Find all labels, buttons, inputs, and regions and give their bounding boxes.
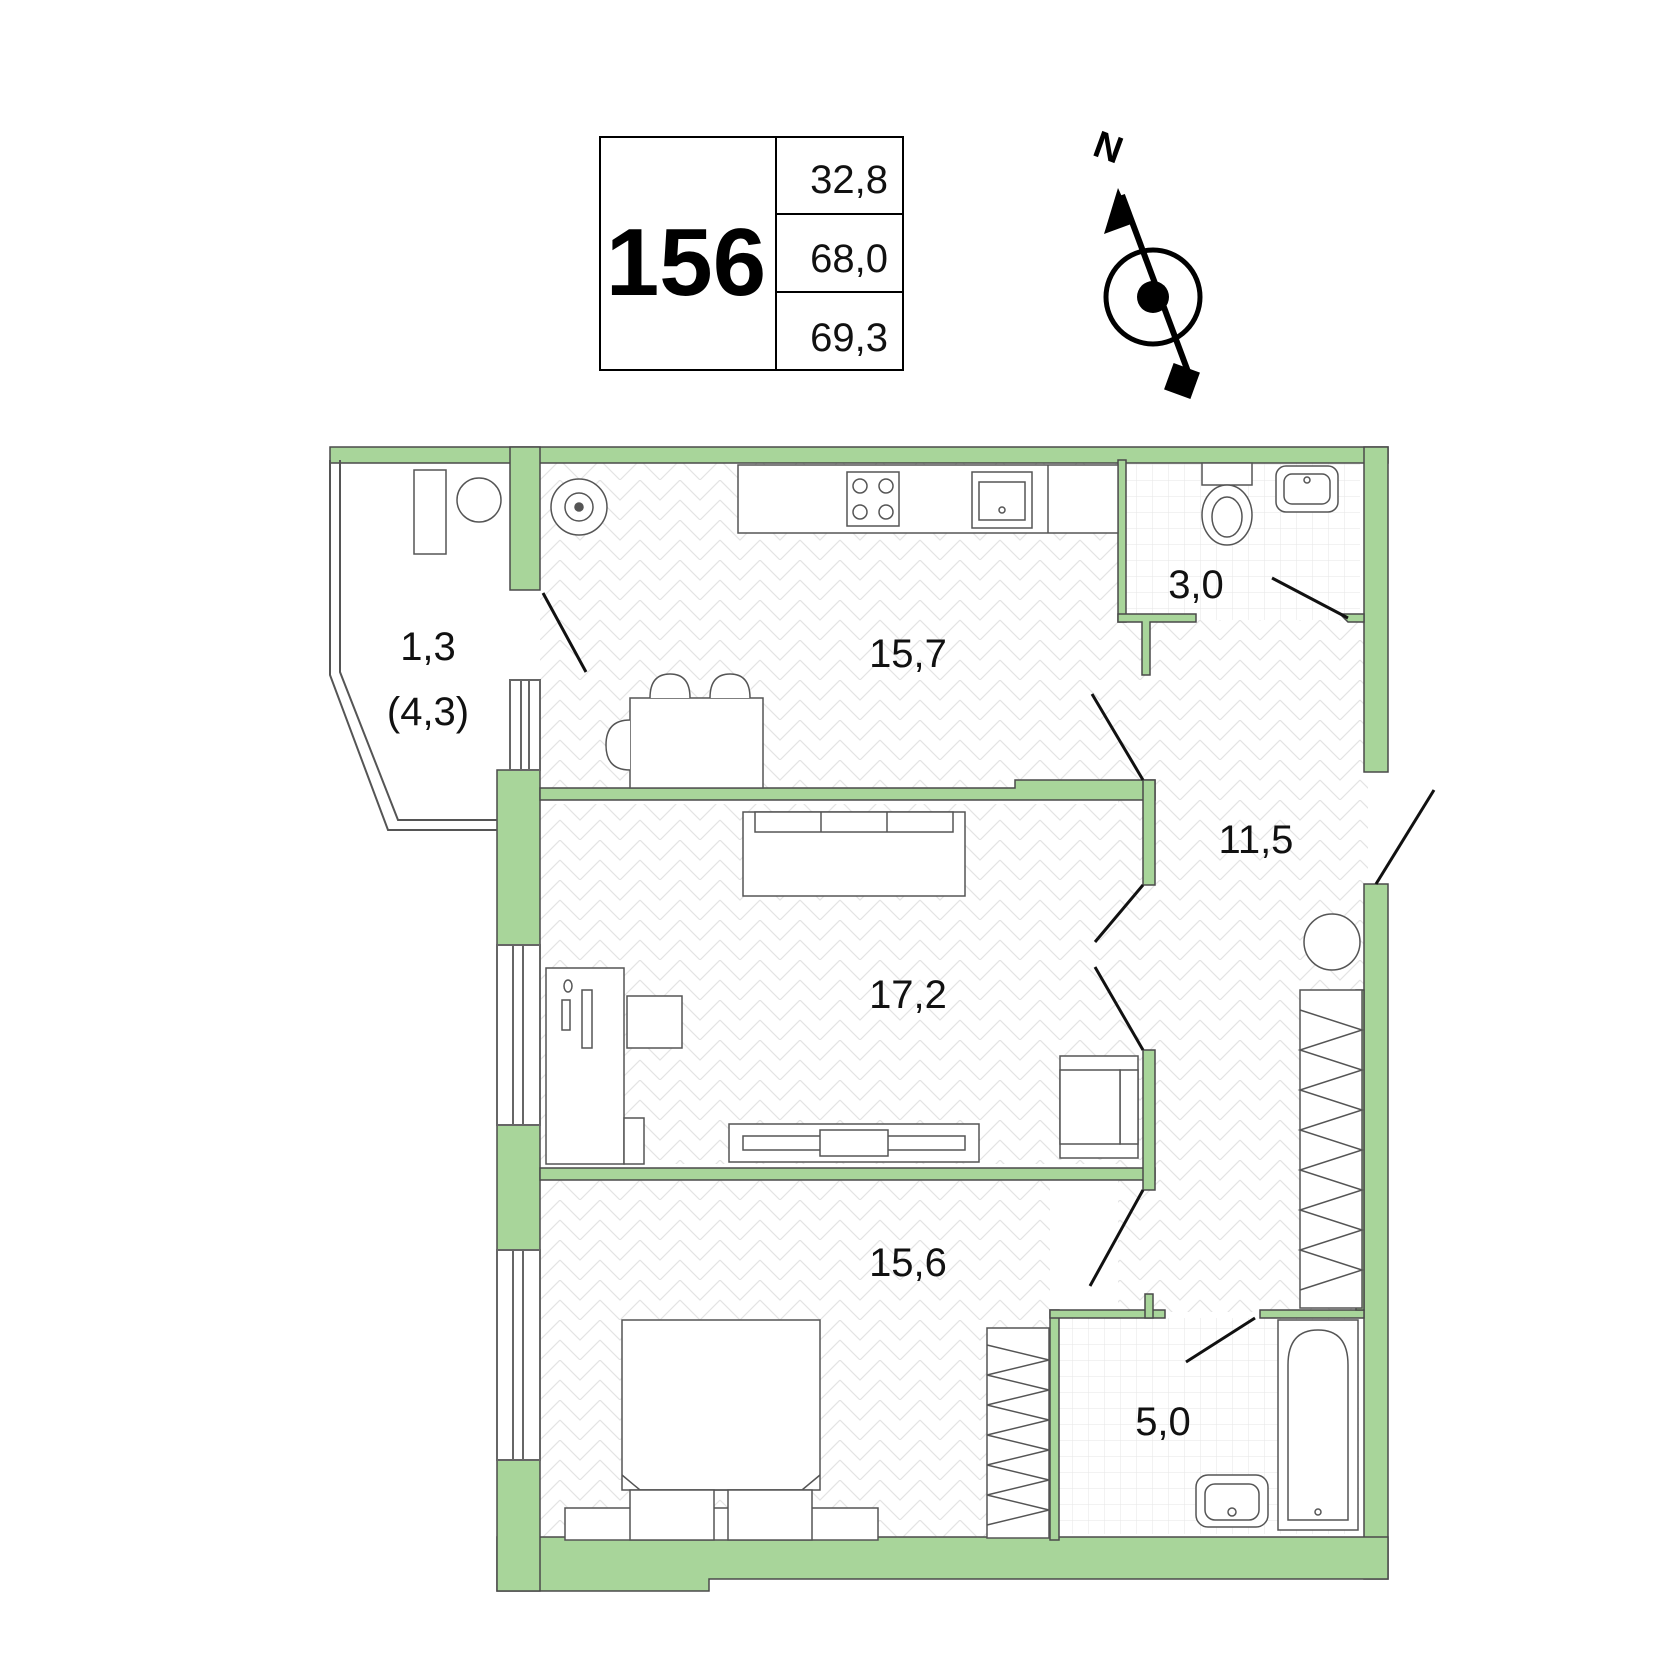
bath-area-label: 5,0 xyxy=(1135,1400,1191,1444)
bedroom-area-label: 15,6 xyxy=(869,1241,947,1285)
room-labels: 1,3 (4,3) 15,7 3,0 11,5 17,2 15,6 5,0 xyxy=(387,563,1294,1444)
bedroom-wardrobe-icon xyxy=(986,1327,1050,1539)
desk-chair xyxy=(626,995,683,1049)
apartment-number: 156 xyxy=(606,209,766,316)
hall-round-table xyxy=(1303,913,1361,971)
compass-north-label: N xyxy=(1088,124,1128,173)
dining-chair xyxy=(605,719,631,771)
tv-stand-icon xyxy=(728,1123,980,1163)
dining-chair xyxy=(649,673,691,699)
bed-icon xyxy=(564,1319,879,1541)
bath-sink-icon xyxy=(1195,1474,1269,1528)
hall-wardrobe-icon xyxy=(1297,989,1365,1309)
dining-table xyxy=(629,697,764,789)
apartment-info-table: 156 32,8 68,0 69,3 xyxy=(599,136,904,371)
wc-area-label: 3,0 xyxy=(1168,563,1224,607)
furniture xyxy=(413,462,1365,1541)
stove-icon xyxy=(846,471,900,527)
wc-sink-icon xyxy=(1275,465,1339,513)
total-area-value: 68,0 xyxy=(810,237,888,281)
total-area-with-balcony-value: 69,3 xyxy=(810,316,888,360)
balcony-full-area-label: (4,3) xyxy=(387,690,469,734)
bathtub-icon xyxy=(1277,1319,1359,1531)
kitchen-counter xyxy=(737,464,1119,534)
living-area-label: 17,2 xyxy=(869,973,947,1017)
hall-area-label: 11,5 xyxy=(1219,818,1294,862)
doors xyxy=(541,576,1436,1364)
balcony-table xyxy=(413,469,447,555)
balcony-chair xyxy=(456,477,502,523)
windows xyxy=(496,679,541,1461)
sofa-icon xyxy=(742,811,966,897)
compass-icon: N xyxy=(1088,124,1203,399)
dining-chair xyxy=(709,673,751,699)
plant-icon xyxy=(550,478,608,536)
balcony-outline xyxy=(329,460,497,831)
walls xyxy=(329,446,1389,1592)
kitchen-area-label: 15,7 xyxy=(869,632,947,676)
desk-icon xyxy=(545,967,645,1165)
living-area-value: 32,8 xyxy=(810,158,888,202)
balcony-area-label: 1,3 xyxy=(400,625,456,669)
armchair-icon xyxy=(1059,1055,1139,1159)
kitchen-sink-icon xyxy=(971,471,1033,529)
toilet-icon xyxy=(1201,462,1253,546)
